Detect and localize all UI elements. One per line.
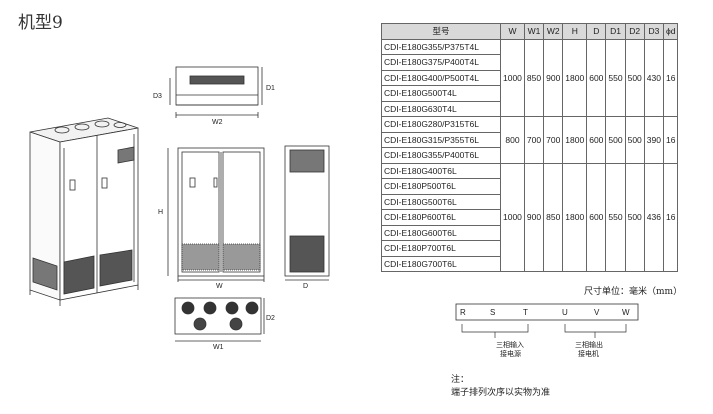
dimension-value-cell: 430 [643,38,664,117]
note-text: 端子排列次序以实物为准 [451,388,551,398]
dimension-value-cell: 1800 [562,116,588,164]
terminal-v: V [594,308,600,317]
dimension-value-cell: 900 [543,38,564,117]
dimension-value-cell: 390 [643,116,664,164]
dimension-value-cell: 550 [605,38,626,117]
model-cell: CDI-E180G355/P375T4L [381,38,501,55]
front-view [167,147,265,282]
dimension-value-cell: 500 [624,116,645,164]
side-view [284,145,330,281]
terminal-diagram: R S T U V W 三相输入 接电源 三相输出 接电机 [455,303,639,358]
terminal-w: W [622,308,630,317]
dimension-value-cell: 600 [586,116,607,164]
table-header-row: 型号 W W1 W2 H D D1 D2 D3 ϕd [381,23,679,40]
cabinet-drawings: D3 D1 W2 H W D D2 W1 [29,66,330,351]
dimension-value-cell: 800 [500,116,525,164]
dimension-value-cell: 850 [523,38,545,117]
model-cell: CDI-E180G375/P400T4L [381,54,501,71]
dimension-value-cell: 1000 [500,38,525,117]
header-d3: D3 [643,23,664,40]
header-w: W [500,23,525,40]
dimension-value-cell: 500 [624,162,645,272]
header-phid: ϕd [662,23,679,40]
header-d2: D2 [624,23,645,40]
model-cell: CDI-E180G280/P315T6L [381,116,501,133]
model-cell: CDI-E180P700T6L [381,240,501,257]
terminal-u: U [562,308,568,317]
label-w2: W2 [212,119,223,126]
dimension-value-cell: 1000 [500,162,525,272]
header-model: 型号 [381,23,501,40]
bottom-view [174,297,265,342]
terminal-t: T [523,308,528,317]
input-label-1: 三相输入 [496,340,524,349]
label-d3: D3 [153,93,162,100]
dimension-value-cell: 500 [605,116,626,164]
page-title: 机型9 [18,13,63,33]
dimension-value-cell: 900 [523,162,545,272]
model-cell: CDI-E180P500T6L [381,178,501,195]
output-label-1: 三相输出 [575,340,603,349]
terminal-s: S [490,308,495,317]
model-cell: CDI-E180G600T6L [381,224,501,241]
dimension-value-cell: 1800 [562,162,588,272]
top-view [169,66,263,118]
dimension-value-cell: 436 [643,162,664,272]
model-cell: CDI-E180G400T6L [381,162,501,179]
label-h: H [158,209,163,216]
dimension-value-cell: 16 [662,116,679,164]
output-label-2: 接电机 [578,349,599,358]
dimension-value-cell: 850 [543,162,564,272]
header-w1: W1 [523,23,545,40]
model-cell: CDI-E180G315/P355T6L [381,131,501,148]
dimension-value-cell: 1800 [562,38,588,117]
model-cell: CDI-E180G700T6L [381,255,501,272]
dimension-table: 型号 W W1 W2 H D D1 D2 D3 ϕd CDI-E180G355/… [381,23,679,272]
dimension-value-cell: 700 [523,116,545,164]
terminal-r: R [460,308,466,317]
unit-note: 尺寸单位：毫米（mm） [584,287,683,297]
header-w2: W2 [543,23,564,40]
table-row: CDI-E180G700T6L [381,255,678,272]
dimension-value-cell: 16 [662,38,679,117]
dimension-table-container: 型号 W W1 W2 H D D1 D2 D3 ϕd CDI-E180G355/… [381,23,679,272]
isometric-cabinet [29,117,139,306]
dimension-value-cell: 550 [605,162,626,272]
model-cell: CDI-E180G500T6L [381,193,501,210]
model-cell: CDI-E180G630T4L [381,100,501,117]
dimension-value-cell: 600 [586,38,607,117]
label-w1: W1 [213,344,224,351]
model-cell: CDI-E180G500T4L [381,85,501,102]
model-cell: CDI-E180G355/P400T6L [381,147,501,164]
label-d1: D1 [266,85,275,92]
label-d2: D2 [266,315,275,322]
dimension-value-cell: 700 [543,116,564,164]
header-h: H [562,23,588,40]
input-label-2: 接电源 [500,349,521,358]
model-cell: CDI-E180G400/P500T4L [381,69,501,86]
label-w: W [216,283,223,290]
dimension-value-cell: 16 [662,162,679,272]
dimension-value-cell: 500 [624,38,645,117]
header-d: D [586,23,607,40]
label-d: D [303,283,308,290]
header-d1: D1 [605,23,626,40]
dimension-value-cell: 600 [586,162,607,272]
note-title: 注： [451,375,470,385]
model-cell: CDI-E180P600T6L [381,209,501,226]
